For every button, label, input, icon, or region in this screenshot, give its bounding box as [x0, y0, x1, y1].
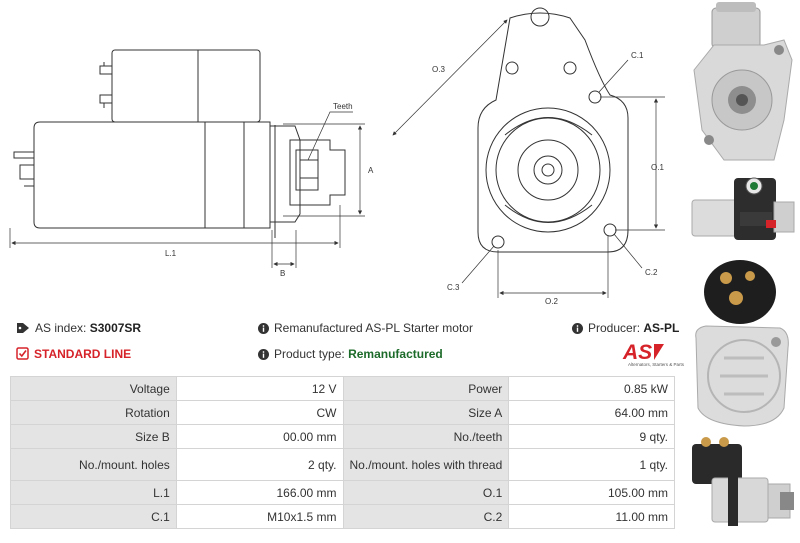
- spec-value: 64.00 mm: [508, 400, 675, 425]
- spec-label: C.1: [10, 504, 177, 529]
- product-photos: [684, 0, 800, 543]
- technical-drawing: Teeth A L.1 B O.3 C.1 O.1 C.2 C.3 O.2: [9, 7, 665, 306]
- spec-value: 2 qty.: [175, 448, 344, 481]
- spec-label: Size A: [342, 400, 510, 425]
- front-view: [477, 7, 629, 253]
- label-o1: O.1: [651, 163, 664, 172]
- photo-rear-view: [695, 260, 789, 427]
- spec-label: Power: [342, 376, 510, 401]
- label-l1: L.1: [165, 249, 177, 258]
- spec-label: O.1: [342, 480, 510, 505]
- producer-value: AS-PL: [643, 321, 680, 335]
- side-view: [13, 49, 346, 238]
- logo-caption: Alternators, Starters & Parts: [627, 362, 684, 367]
- product-type-label: Product type:: [274, 347, 345, 361]
- description: Remanufactured AS-PL Starter motor: [258, 321, 473, 335]
- spec-label: Rotation: [10, 400, 177, 425]
- producer: Producer: AS-PL: [572, 321, 679, 335]
- side-dimensions: [9, 111, 365, 268]
- spec-value: 12 V: [175, 376, 344, 401]
- label-o2: O.2: [545, 297, 558, 306]
- spec-value: 166.00 mm: [175, 480, 344, 505]
- photo-top-view: [692, 437, 794, 526]
- spec-value: 9 qty.: [508, 424, 675, 449]
- label-c2: C.2: [645, 268, 658, 277]
- spec-label: C.2: [342, 504, 510, 529]
- spec-value: CW: [175, 400, 344, 425]
- spec-value: 1 qty.: [508, 448, 675, 481]
- spec-value: 0.85 kW: [508, 376, 675, 401]
- as-index-value: S3007SR: [89, 321, 142, 335]
- spec-label: No./mount. holes with thread: [342, 448, 510, 481]
- label-c3: C.3: [447, 283, 460, 292]
- product-type: Product type: Remanufactured: [258, 347, 443, 361]
- label-teeth: Teeth: [333, 102, 353, 111]
- spec-label: No./teeth: [342, 424, 510, 449]
- label-o3: O.3: [432, 65, 445, 74]
- spec-label: Voltage: [10, 376, 177, 401]
- spec-value: 11.00 mm: [508, 504, 675, 529]
- description-text: Remanufactured AS-PL Starter motor: [274, 321, 473, 335]
- photo-front-view: [693, 2, 793, 161]
- spec-label: Size B: [10, 424, 177, 449]
- as-logo-mark: AS: [622, 341, 664, 364]
- label-b: B: [280, 269, 285, 278]
- spec-label: No./mount. holes: [10, 448, 177, 481]
- info-icon: [258, 349, 269, 360]
- tag-icon: [17, 323, 29, 333]
- front-dimensions: [392, 19, 665, 298]
- checkbox-checked-icon: [16, 347, 29, 360]
- as-index-label: AS index:: [35, 321, 87, 335]
- product-type-value: Remanufactured: [348, 347, 443, 361]
- spec-label: L.1: [10, 480, 177, 505]
- photo-side-view: [691, 177, 795, 240]
- spec-value: 105.00 mm: [508, 480, 675, 505]
- standard-line: STANDARD LINE: [16, 347, 131, 361]
- spec-value: 00.00 mm: [175, 424, 344, 449]
- as-index: AS index: S3007SR: [16, 321, 141, 335]
- as-pl-logo: AS Alternators, Starters & Parts: [592, 340, 684, 370]
- info-icon: [258, 323, 269, 334]
- info-icon: [572, 323, 583, 334]
- label-a: A: [368, 166, 374, 175]
- logo-mark-text: AS: [622, 341, 652, 362]
- label-c1: C.1: [631, 51, 644, 60]
- standard-line-label: STANDARD LINE: [34, 347, 132, 361]
- producer-label: Producer:: [588, 321, 641, 335]
- spec-value: M10x1.5 mm: [175, 504, 344, 529]
